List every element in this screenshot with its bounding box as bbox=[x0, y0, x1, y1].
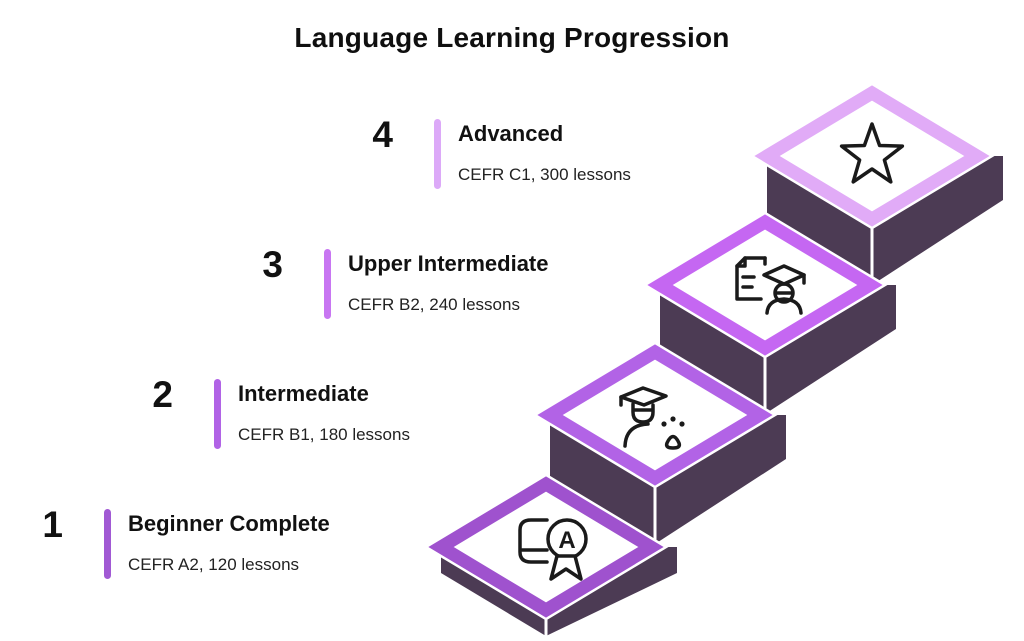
step-subtitle: CEFR B2, 240 lessons bbox=[348, 295, 520, 314]
step-title: Beginner Complete bbox=[128, 511, 330, 536]
step-number: 3 bbox=[262, 244, 283, 285]
step-4-top-face bbox=[754, 85, 990, 227]
page-title: Language Learning Progression bbox=[294, 22, 730, 53]
step-4-platform bbox=[749, 82, 1003, 285]
step-1-platform: A bbox=[423, 473, 677, 636]
step-title: Intermediate bbox=[238, 381, 369, 406]
step-3-top-face bbox=[647, 214, 883, 356]
step-bar bbox=[324, 249, 331, 319]
step-title: Upper Intermediate bbox=[348, 251, 549, 276]
step-number: 4 bbox=[372, 114, 393, 155]
step-title: Advanced bbox=[458, 121, 564, 146]
document-graduate-icon bbox=[735, 256, 806, 315]
step-subtitle: CEFR B1, 180 lessons bbox=[238, 425, 410, 444]
step-3-platform bbox=[642, 211, 896, 414]
step-2-top-face bbox=[537, 344, 773, 486]
step-subtitle: CEFR A2, 120 lessons bbox=[128, 555, 300, 574]
svg-text:A: A bbox=[558, 527, 575, 554]
graduate-paw-icon bbox=[619, 386, 685, 450]
step-number: 1 bbox=[42, 504, 63, 545]
star-icon bbox=[839, 122, 905, 184]
book-badge-a-icon: A bbox=[518, 518, 588, 581]
step-subtitle: CEFR C1, 300 lessons bbox=[458, 165, 631, 184]
step-2-platform bbox=[532, 341, 786, 544]
step-bar bbox=[214, 379, 221, 449]
step-bar bbox=[104, 509, 111, 579]
step-1-top-face bbox=[428, 476, 664, 618]
step-number: 2 bbox=[152, 374, 173, 415]
step-bar bbox=[434, 119, 441, 189]
